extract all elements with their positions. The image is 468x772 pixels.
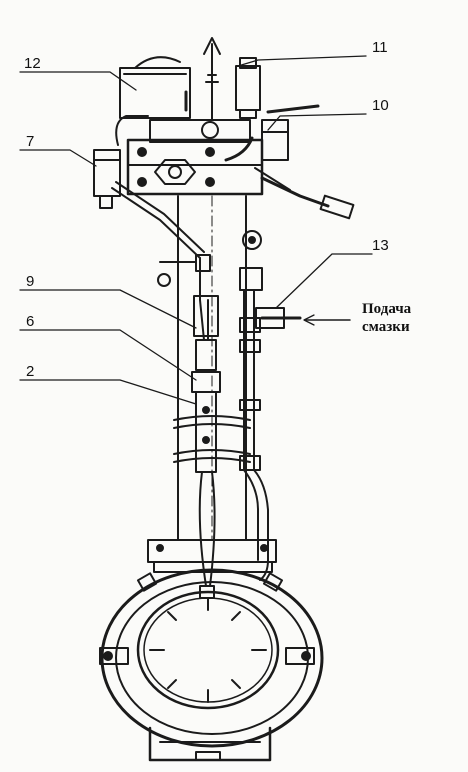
left-lube-line [111,181,221,599]
callout-12: 12 [24,55,41,72]
feed-label-line2: смазки [362,319,410,335]
ring-assembly [99,539,324,762]
callout-11: 11 [372,39,388,56]
callout-10: 10 [372,97,389,114]
right-lube-line [239,230,302,581]
callout-13: 13 [372,237,389,254]
feed-label-line1: Подача [362,301,412,317]
callout-6: 6 [26,313,34,330]
callout-leaders [19,55,373,405]
callout-2: 2 [26,363,34,380]
column [173,195,251,541]
callout-9: 9 [26,273,34,290]
top-assembly [93,37,355,220]
callout-7: 7 [26,133,34,150]
